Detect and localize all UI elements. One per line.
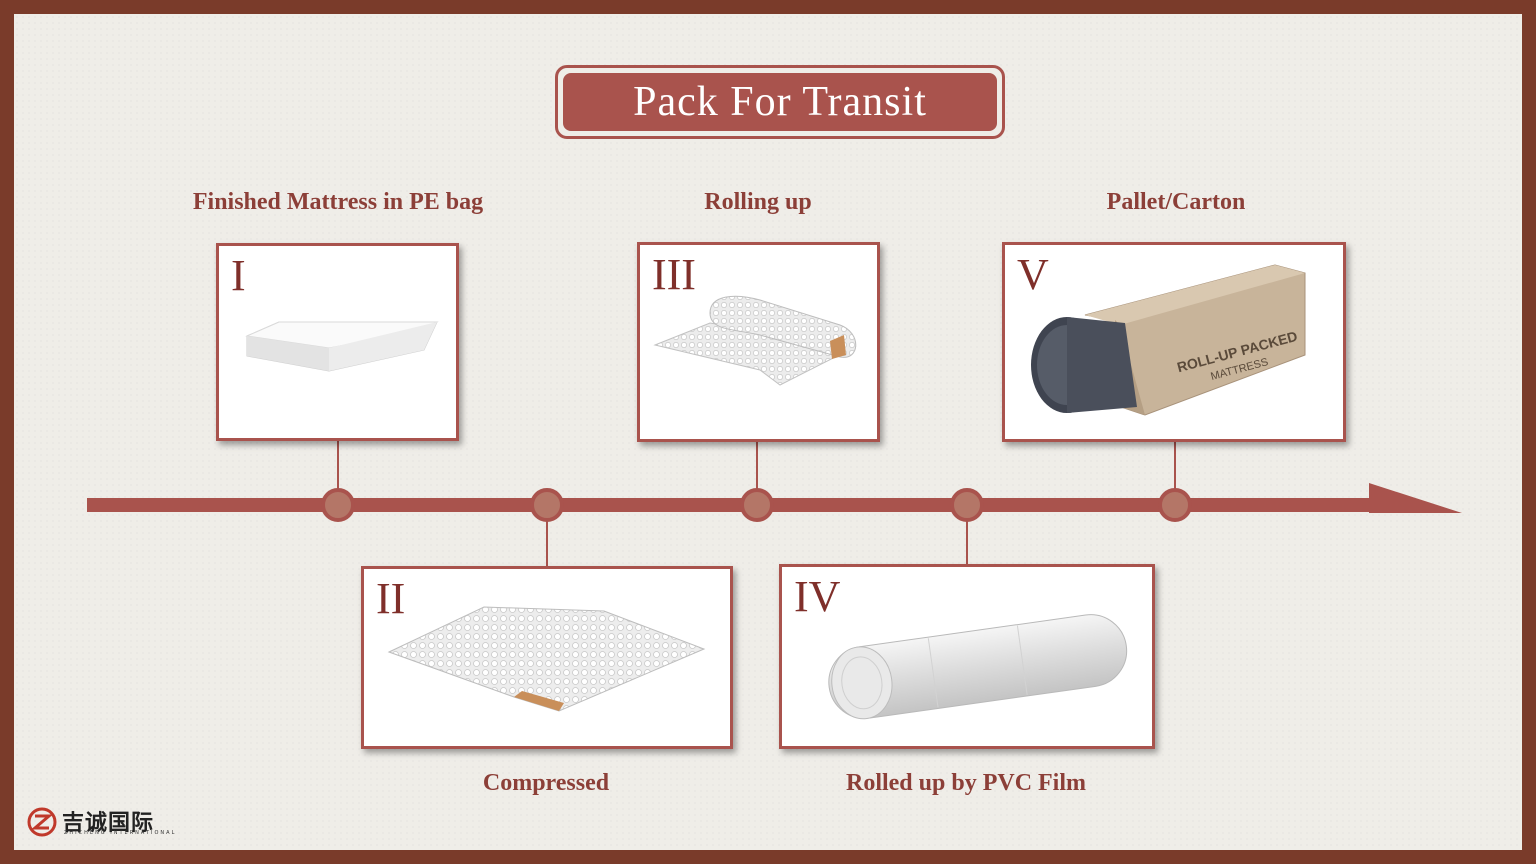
pvc-rolled-mattress-image xyxy=(828,614,1128,720)
carton-box-image: ROLL-UP PACKED MATTRESS xyxy=(1031,264,1306,416)
timeline-node-5 xyxy=(1158,488,1192,522)
timeline xyxy=(87,439,1462,566)
slide: Pack For Transit Finished Mattress in PE… xyxy=(14,14,1522,850)
step-label-1: Finished Mattress in PE bag xyxy=(192,189,484,215)
timeline-bar xyxy=(87,498,1377,512)
compressed-mattress-image xyxy=(387,606,706,712)
step-card-1: I xyxy=(216,243,459,441)
step-numeral-4: IV xyxy=(794,572,841,621)
logo-mark-icon xyxy=(27,807,57,837)
step-numeral-3: III xyxy=(652,250,696,299)
rolling-up-image xyxy=(653,295,857,386)
step-card-2: II xyxy=(361,566,733,749)
mattress-pe-bag-image xyxy=(245,321,439,372)
timeline-node-2 xyxy=(530,488,564,522)
title-frame: Pack For Transit xyxy=(555,65,1005,139)
step-numeral-5: V xyxy=(1017,250,1049,299)
step-card-3: III xyxy=(637,242,880,442)
timeline-node-1 xyxy=(321,488,355,522)
timeline-node-4 xyxy=(950,488,984,522)
timeline-node-3 xyxy=(740,488,774,522)
step-label-4: Rolled up by PVC Film xyxy=(845,770,1087,796)
company-logo: 吉诚国际 ZHICHENG INTERNATIONAL xyxy=(26,804,186,840)
step-card-5: ROLL-UP PACKED MATTRESS V xyxy=(1002,242,1346,442)
step-card-4: IV xyxy=(779,564,1155,749)
step-label-3: Rolling up xyxy=(704,189,812,215)
slide-title: Pack For Transit xyxy=(563,73,997,131)
step-numeral-2: II xyxy=(376,574,406,623)
step-label-2: Compressed xyxy=(482,770,610,796)
step-label-5: Pallet/Carton xyxy=(1106,189,1246,215)
step-numeral-1: I xyxy=(231,251,246,300)
logo-name: 吉诚国际 xyxy=(62,811,155,836)
timeline-arrowhead xyxy=(1369,483,1462,513)
logo-subtitle: ZHICHENG INTERNATIONAL xyxy=(64,830,177,836)
